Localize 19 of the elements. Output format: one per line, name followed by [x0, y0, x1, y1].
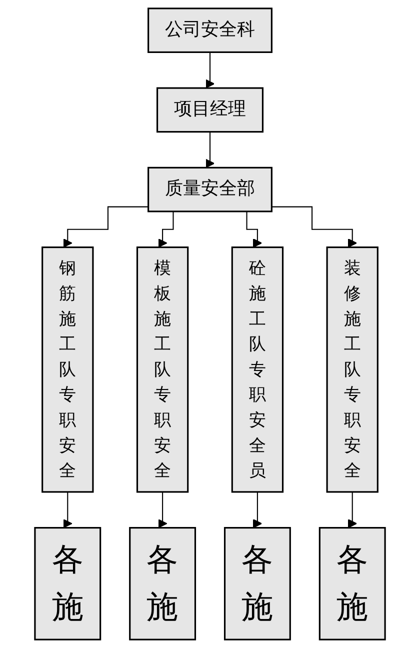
arrow [348, 491, 357, 528]
arrow [205, 52, 215, 88]
arrow [272, 206, 357, 248]
arrow [158, 491, 168, 528]
arrow [63, 206, 148, 248]
node-box: 装修施工队专职安全 [326, 246, 378, 493]
node-box: 质量安全部 [148, 166, 272, 212]
node-box: 各施 [34, 527, 102, 640]
node-box: 钢筋施工队专职安全 [42, 246, 94, 493]
arrow [205, 131, 215, 168]
node-box: 项目经理 [156, 87, 264, 133]
node-box: 模板施工队专职安全 [136, 246, 189, 493]
arrow [63, 491, 72, 528]
node-box: 各施 [224, 527, 291, 640]
node-box: 公司安全科 [148, 8, 272, 53]
arrow [252, 491, 262, 528]
node-box: 各施 [318, 527, 386, 640]
node-box: 各施 [129, 527, 196, 640]
node-box: 砼施工队专职安全员 [231, 246, 284, 493]
